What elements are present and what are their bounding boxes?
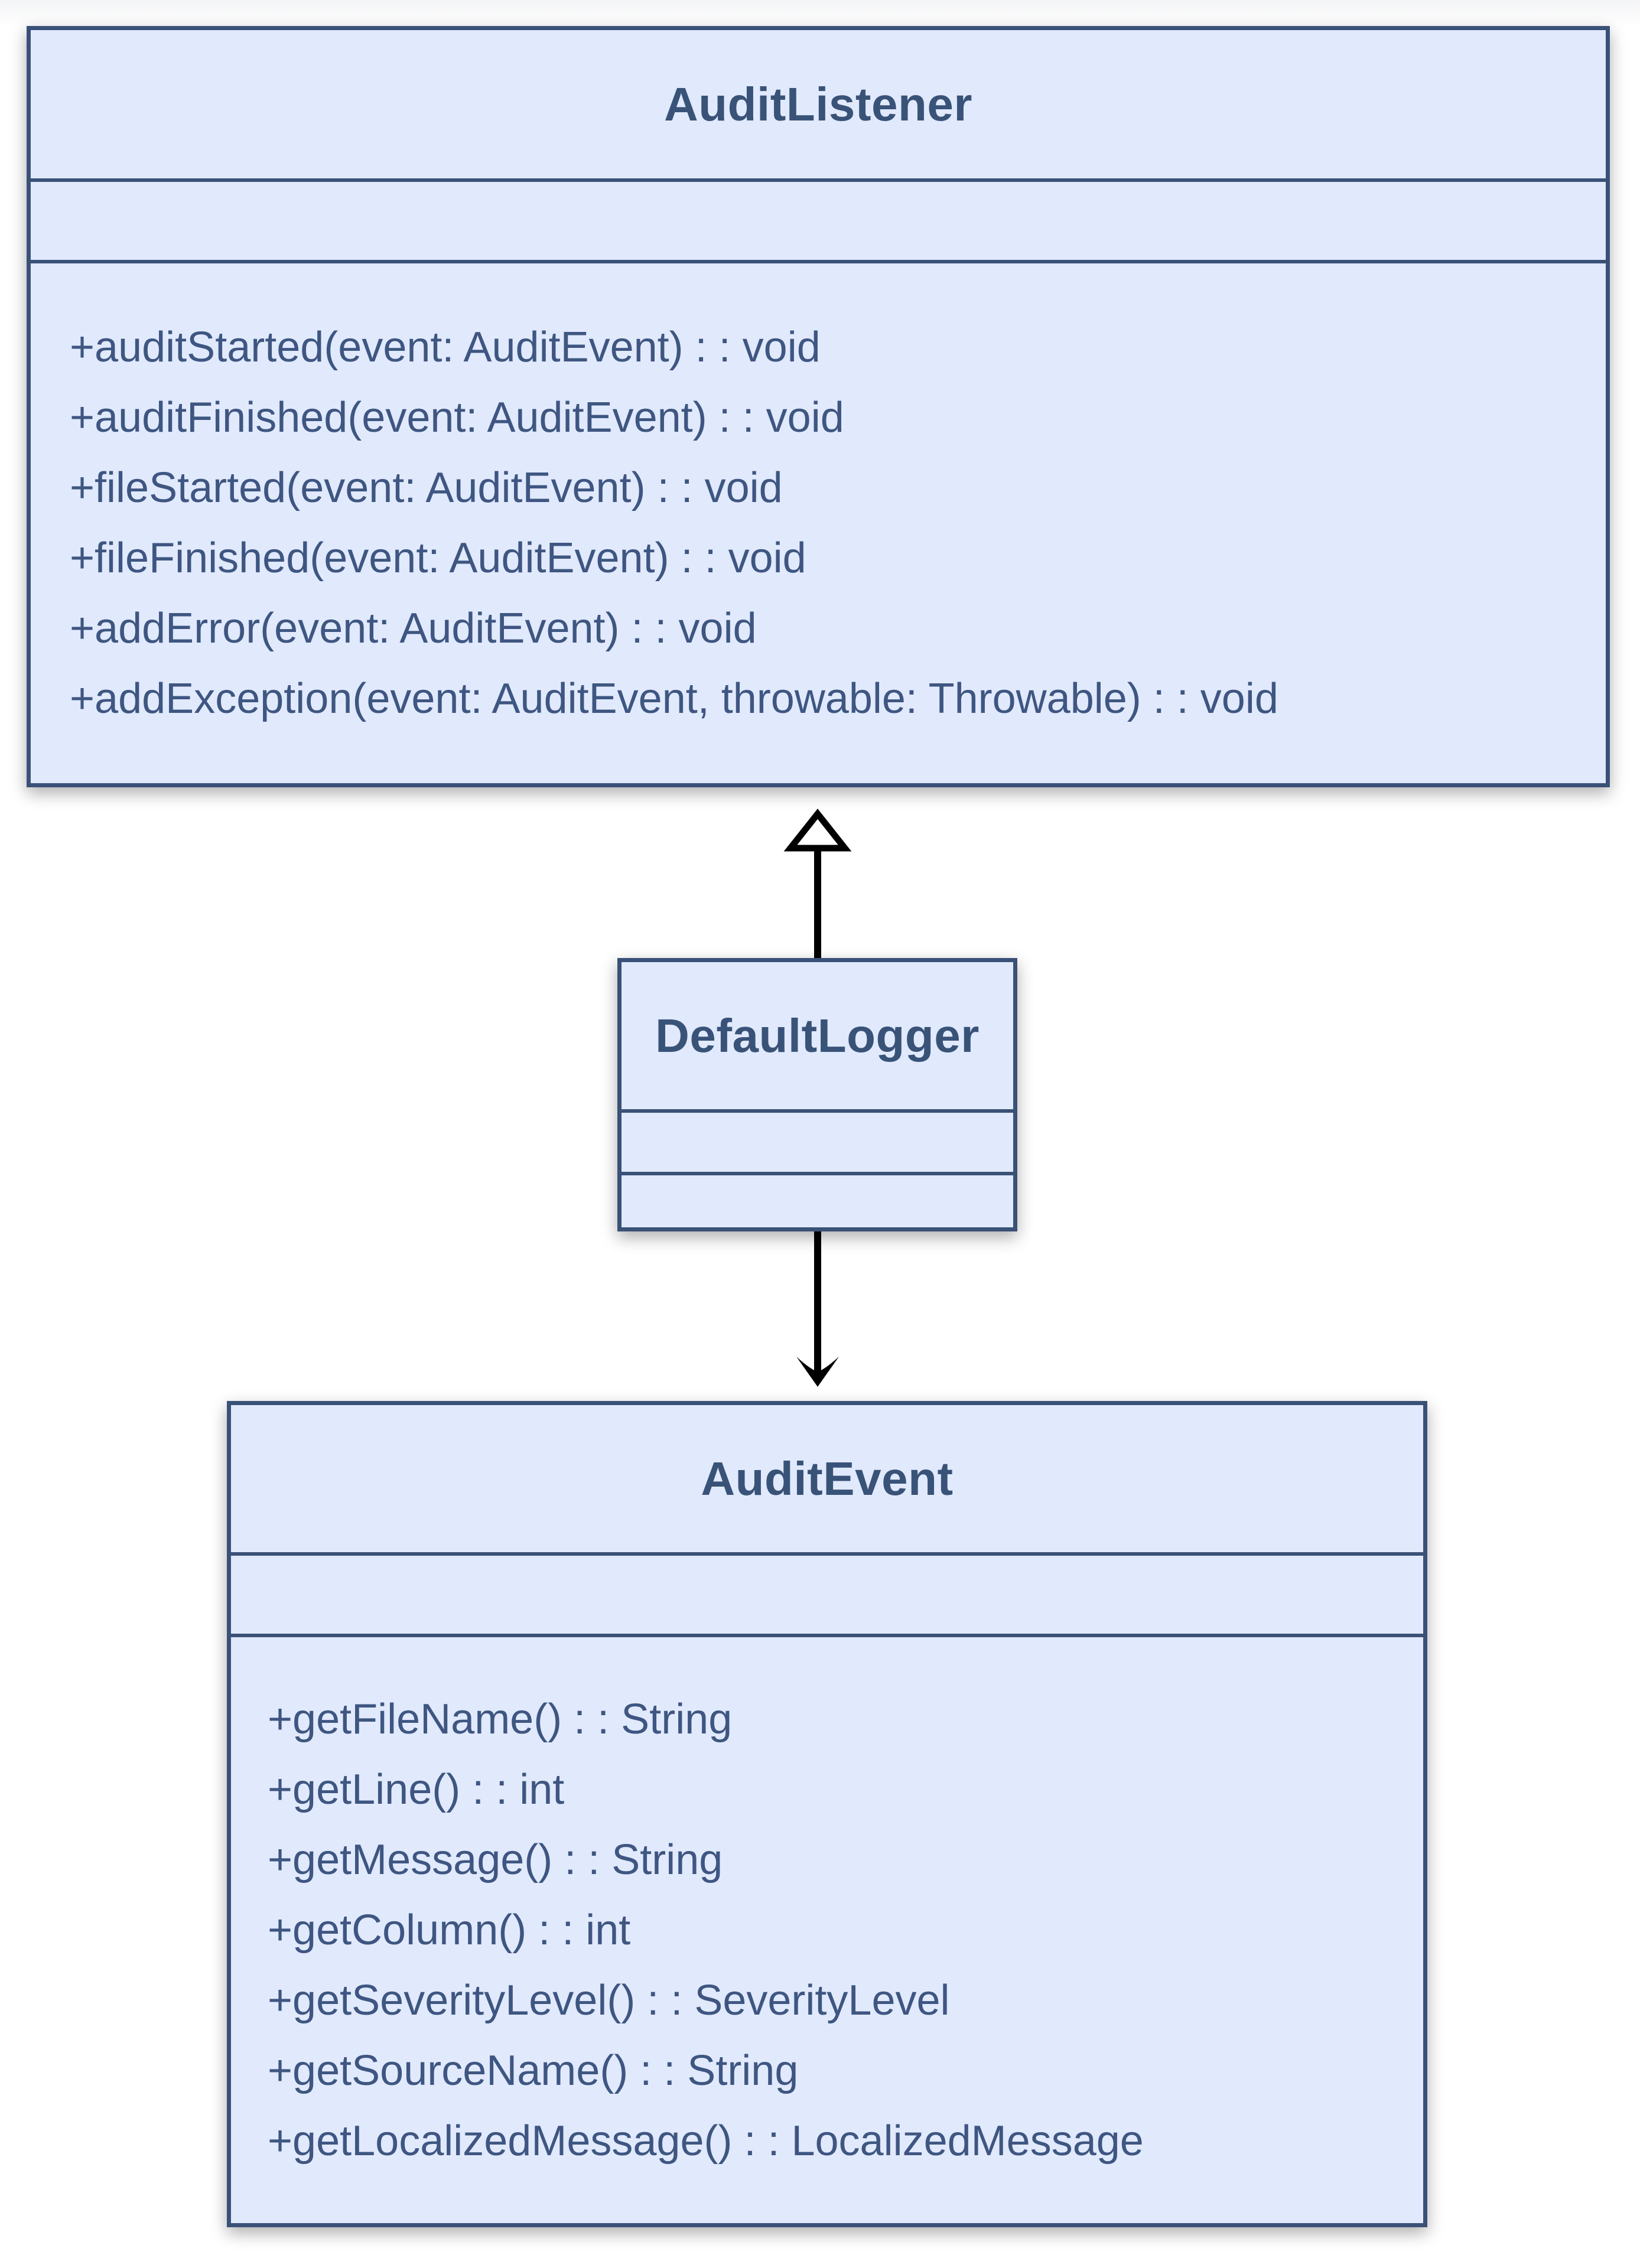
- class-box-defaultlogger: DefaultLogger: [617, 958, 1017, 1231]
- realization-arrow: [783, 809, 852, 962]
- method-item: +addError(event: AuditEvent) : : void: [70, 605, 757, 652]
- method-item: +getColumn() : : int: [268, 1906, 631, 1954]
- class-name-auditlistener: AuditListener: [663, 77, 973, 131]
- class-title-compartment: AuditListener: [31, 30, 1606, 178]
- methods-compartment: +getFileName() : : String +getLine() : :…: [231, 1634, 1423, 2223]
- class-box-auditlistener: AuditListener +auditStarted(event: Audit…: [27, 26, 1610, 787]
- method-item: +fileFinished(event: AuditEvent) : : voi…: [70, 535, 806, 582]
- method-item: +auditFinished(event: AuditEvent) : : vo…: [70, 394, 844, 441]
- class-box-auditevent: AuditEvent +getFileName() : : String +ge…: [227, 1401, 1427, 2227]
- method-item: +auditStarted(event: AuditEvent) : : voi…: [70, 324, 821, 371]
- method-item: +addException(event: AuditEvent, throwab…: [70, 675, 1278, 722]
- method-item: +getLocalizedMessage() : : LocalizedMess…: [268, 2117, 1144, 2165]
- class-title-compartment: DefaultLogger: [621, 962, 1013, 1109]
- attributes-compartment: [231, 1552, 1423, 1634]
- method-item: +fileStarted(event: AuditEvent) : : void: [70, 464, 783, 511]
- method-item: +getMessage() : : String: [268, 1836, 723, 1884]
- attributes-compartment: [31, 178, 1606, 260]
- method-item: +getSourceName() : : String: [268, 2047, 799, 2094]
- hollow-triangle-arrowhead-icon: [783, 809, 852, 852]
- methods-compartment: +auditStarted(event: AuditEvent) : : voi…: [31, 260, 1606, 783]
- dependency-arrow: [796, 1231, 839, 1387]
- methods-compartment: [621, 1172, 1013, 1227]
- class-name-auditevent: AuditEvent: [701, 1452, 954, 1505]
- class-title-compartment: AuditEvent: [231, 1405, 1423, 1552]
- class-name-defaultlogger: DefaultLogger: [655, 1009, 980, 1062]
- method-item: +getFileName() : : String: [268, 1695, 733, 1743]
- open-arrowhead-icon: [796, 1357, 839, 1387]
- method-item: +getSeverityLevel() : : SeverityLevel: [268, 1976, 950, 2024]
- method-item: +getLine() : : int: [268, 1765, 565, 1813]
- attributes-compartment: [621, 1109, 1013, 1172]
